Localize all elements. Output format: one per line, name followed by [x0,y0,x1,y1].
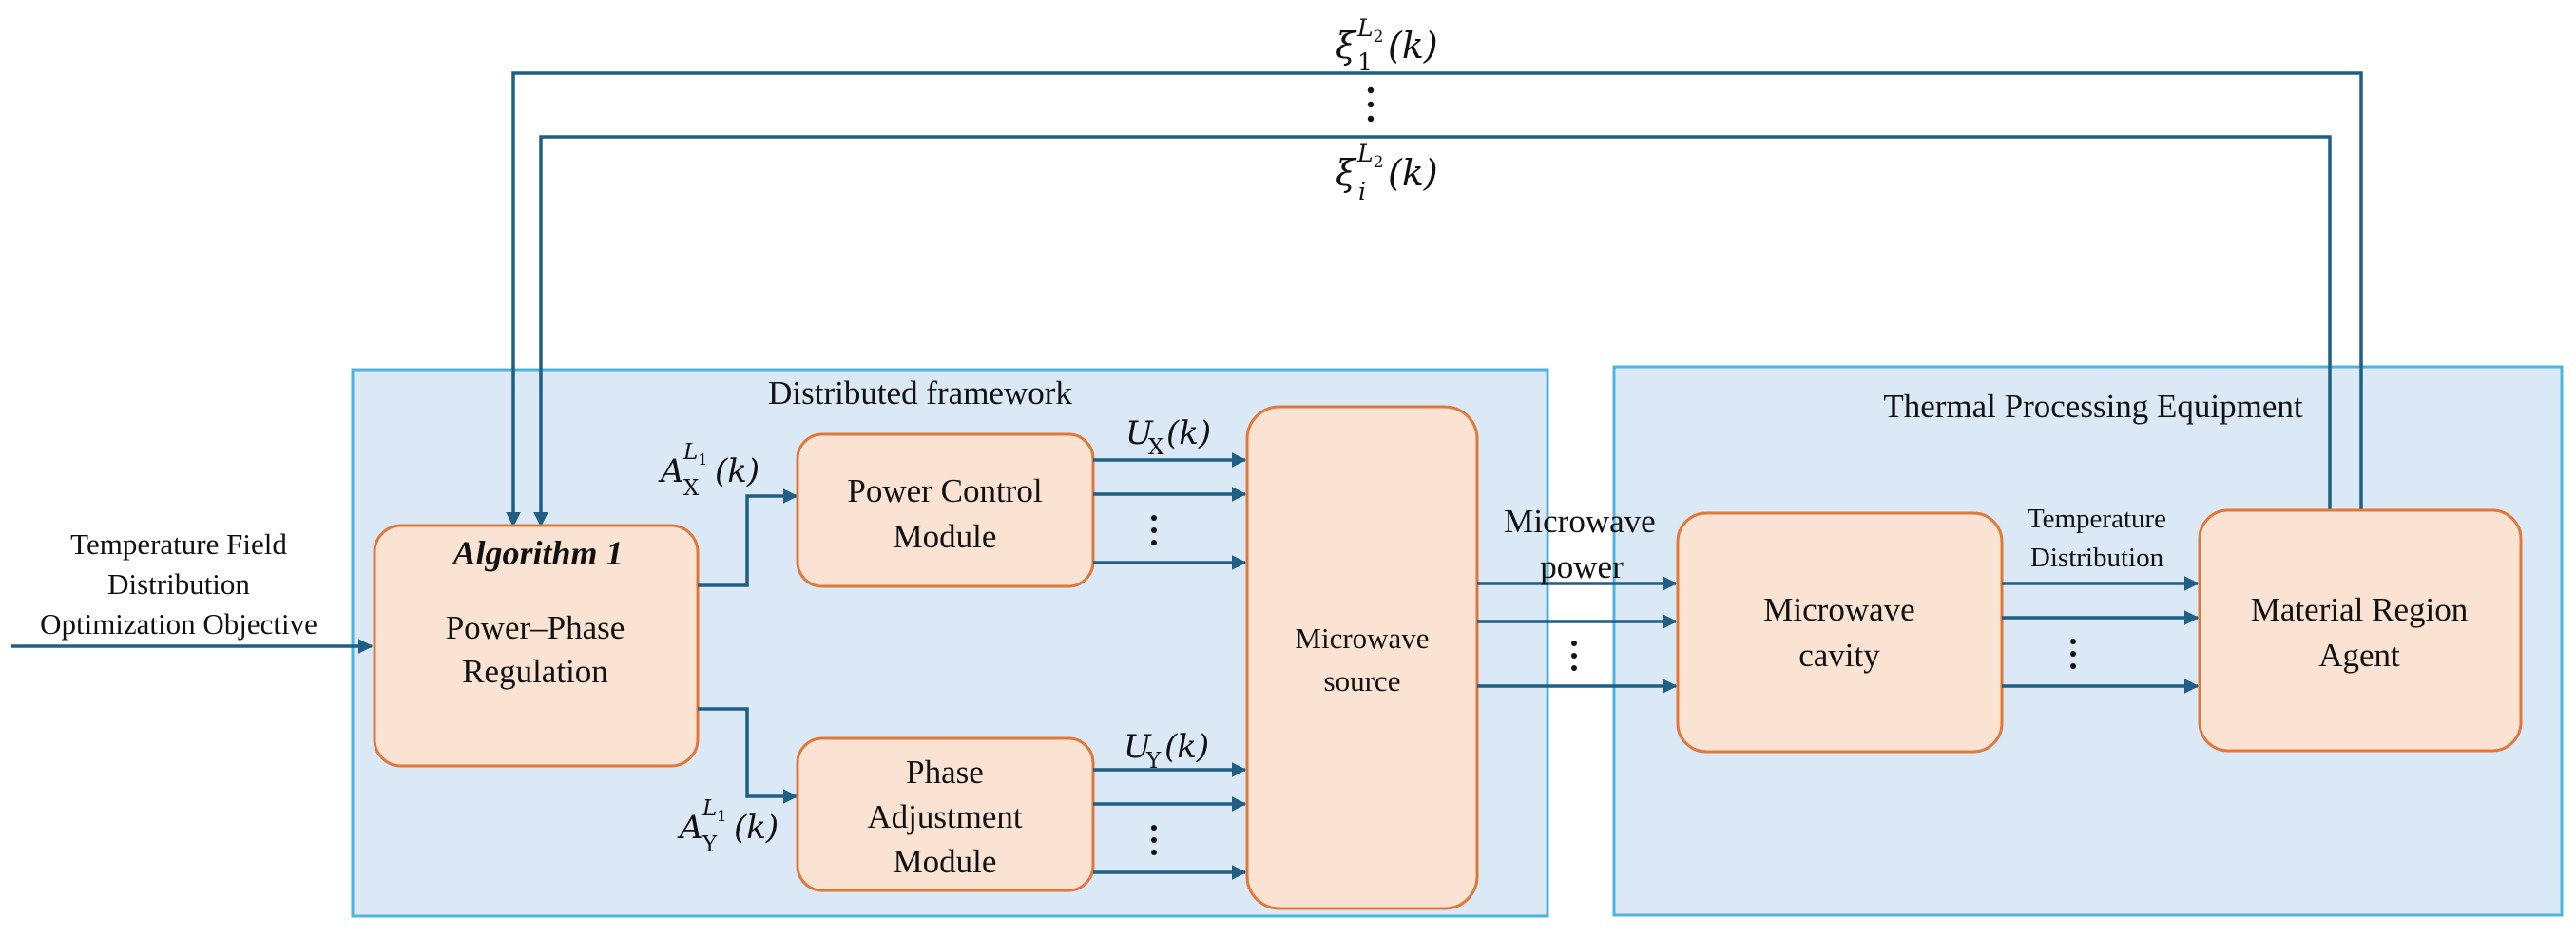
svg-text:L1: L1 [702,796,726,825]
svg-text:A: A [677,809,703,847]
ux-label: U X (k) [1125,414,1211,460]
uy-label: U Y (k) [1124,728,1209,774]
svg-text:Optimization Objective: Optimization Objective [40,607,317,641]
svg-text:Microwave: Microwave [1504,503,1655,540]
ux-ellipsis [1151,515,1157,545]
material-region-agent: Material Region Agent [2198,508,2523,753]
svg-text:(k): (k) [715,452,759,490]
ay-label: A Y L1 (k) [677,796,779,857]
svg-text:Adjustment: Adjustment [867,798,1023,835]
svg-text:(k): (k) [734,809,779,847]
power-control-module: Power Control Module [796,432,1095,588]
svg-text:Module: Module [894,518,997,555]
svg-text:Material Region: Material Region [2251,591,2468,628]
ay-arrow [698,707,798,804]
svg-text:Phase: Phase [906,754,984,791]
microwave-cavity: Microwave cavity [1676,511,2004,754]
svg-text:U: U [1124,728,1152,766]
feedback-ellipsis [1367,86,1375,123]
svg-text:A: A [658,452,684,490]
distributed-framework-title: Distributed framework [768,374,1072,411]
feedback-label-i: ξ i L2 (k) [1336,140,1438,205]
svg-text:U: U [1125,414,1154,452]
phase-adjustment-module: Phase Adjustment Module [796,736,1095,892]
svg-text:Microwave: Microwave [1763,591,1914,628]
svg-text:Module: Module [894,843,997,880]
svg-text:Y: Y [1145,749,1162,774]
svg-text:ξ: ξ [1336,25,1357,67]
microwave-source: Microwave source [1245,405,1479,910]
svg-text:Agent: Agent [2318,637,2400,674]
svg-text:(k): (k) [1388,25,1438,67]
svg-text:(k): (k) [1166,414,1211,452]
feedback-label-1: ξ 1 L2 (k) [1336,14,1438,76]
svg-text:Algorithm 1: Algorithm 1 [451,534,623,572]
svg-text:Temperature: Temperature [2028,504,2166,534]
microwave-power-label: Microwave power [1504,503,1655,585]
svg-text:ξ: ξ [1336,152,1357,194]
svg-text:Distribution: Distribution [2030,543,2164,573]
svg-text:Regulation: Regulation [462,653,608,690]
feedback-line-1 [506,71,2363,527]
svg-text:X: X [683,476,700,501]
svg-text:Power Control: Power Control [847,472,1042,509]
svg-text:Distribution: Distribution [107,567,250,601]
input-label: Temperature Field Distribution Optimizat… [40,527,317,641]
svg-text:i: i [1358,178,1366,205]
svg-text:power: power [1540,548,1624,585]
svg-text:cavity: cavity [1798,637,1880,674]
svg-text:Y: Y [702,832,718,857]
svg-text:L1: L1 [682,440,707,468]
power-ellipsis [1571,641,1577,671]
svg-text:X: X [1148,435,1164,460]
svg-text:Temperature Field: Temperature Field [70,527,287,561]
feedback-line-i [533,135,2332,527]
ax-label: A X L1 (k) [658,440,759,501]
temperature-distribution-label: Temperature Distribution [2028,504,2166,573]
svg-text:source: source [1324,664,1401,698]
svg-text:(k): (k) [1388,152,1438,194]
thermal-equipment-title: Thermal Processing Equipment [1883,388,2303,425]
uy-ellipsis [1151,825,1157,855]
svg-text:L2: L2 [1356,14,1383,47]
svg-text:(k): (k) [1164,728,1209,766]
svg-text:1: 1 [1357,48,1373,76]
svg-text:L2: L2 [1356,140,1383,172]
svg-text:Power–Phase: Power–Phase [446,609,625,646]
temperature-ellipsis [2070,639,2076,669]
algorithm-block: Algorithm 1 Power–Phase Regulation [373,524,700,768]
svg-text:Microwave: Microwave [1295,621,1429,655]
ax-arrow [698,488,798,587]
